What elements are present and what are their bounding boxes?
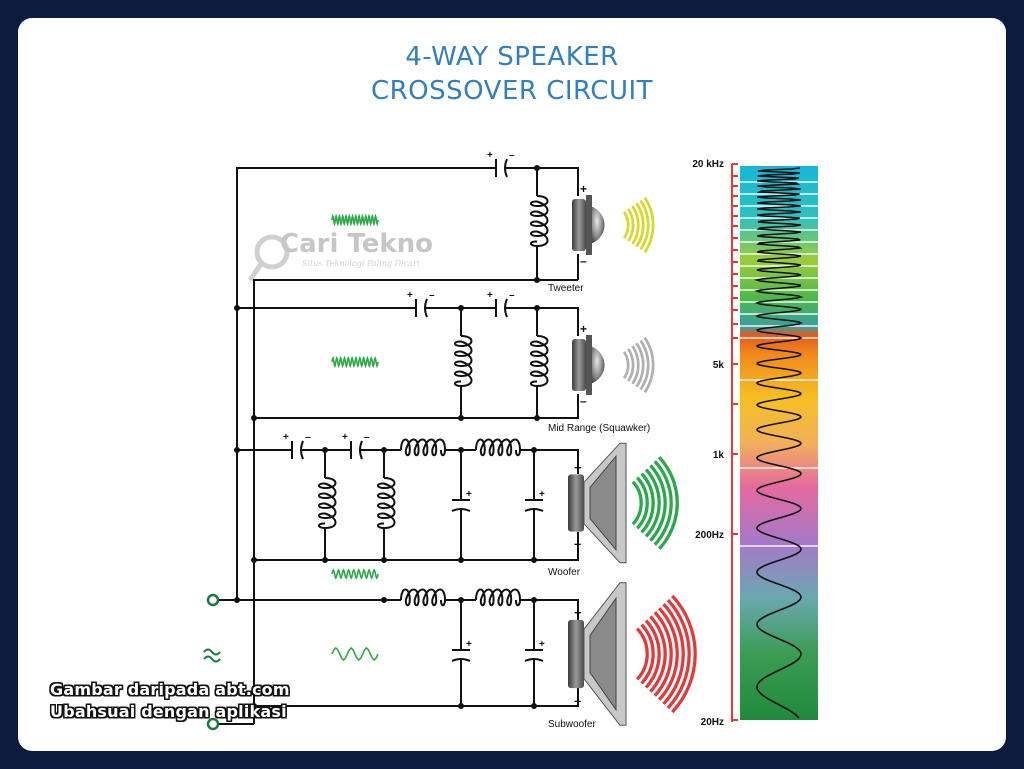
- signal-waveforms: [331, 213, 379, 662]
- svg-text:+: +: [487, 290, 493, 301]
- svg-text:+: +: [466, 489, 472, 500]
- svg-text:–: –: [580, 254, 587, 268]
- midrange-shunt-inductor-2: [530, 335, 549, 388]
- tick-label-20khz: 20 kHz: [692, 159, 724, 170]
- svg-text:–: –: [509, 150, 515, 161]
- woofer-speaker-sound-waves: [631, 456, 679, 550]
- credit-line-1: Gambar daripada abt.com: [50, 680, 290, 699]
- subwoofer-signal-waveform: [331, 646, 379, 662]
- svg-text:+: +: [342, 432, 348, 443]
- svg-text:–: –: [574, 693, 581, 708]
- woofer-speaker: +–: [568, 442, 679, 564]
- svg-text:+: +: [574, 460, 582, 475]
- midrange-speaker-sound-waves: [622, 336, 655, 394]
- positive-bus-wire: [236, 167, 496, 600]
- svg-text:–: –: [305, 432, 311, 443]
- watermark-tagline: Situs Teknologi Paling Dicari: [302, 259, 420, 268]
- input-terminal-negative: [206, 717, 220, 731]
- tweeter-speaker: +–: [572, 182, 655, 268]
- svg-text:–: –: [509, 290, 515, 301]
- approx-symbol-icon: [203, 648, 221, 663]
- crossover-diagram: Cari Tekno Situs Teknologi Paling Dicari: [203, 150, 818, 731]
- watermark-magnifier-handle: [247, 262, 264, 282]
- tweeter-series-capacitor: +–: [487, 150, 515, 178]
- svg-text:–: –: [574, 536, 581, 551]
- woofer-series-inductor-2: [475, 438, 522, 457]
- speaker-label-midrange: Mid Range (Squawker): [548, 423, 650, 434]
- woofer-capacitor-1: +–: [283, 432, 311, 460]
- svg-text:+: +: [580, 322, 587, 336]
- watermark-name: Cari Tekno: [280, 229, 433, 259]
- tick-label-200hz: 200Hz: [695, 530, 724, 541]
- speakers: +–+–+–+–: [568, 182, 697, 726]
- frequency-spectrum: 20 kHz 5k 1k 200Hz 20Hz: [692, 159, 818, 728]
- woofer-series-inductor-1: [400, 438, 447, 457]
- svg-text:+: +: [539, 639, 545, 650]
- subwoofer-shunt-capacitor-1: +: [451, 639, 472, 662]
- watermark-magnifier-icon: [254, 234, 290, 270]
- scale-tick-labels: 20 kHz 5k 1k 200Hz 20Hz: [692, 159, 724, 728]
- svg-text:+: +: [283, 432, 289, 443]
- woofer-shunt-capacitor-1: +: [451, 489, 472, 512]
- midrange-shunt-inductor-1: [454, 335, 473, 388]
- tick-label-5k: 5k: [713, 360, 725, 371]
- woofer-capacitor-2: +–: [342, 432, 370, 460]
- woofer-shunt-capacitor-2: +: [524, 489, 545, 512]
- woofer-shunt-inductor-1: [318, 477, 337, 530]
- svg-text:+: +: [574, 605, 582, 620]
- subwoofer-series-inductor-1: [400, 588, 447, 607]
- svg-text:–: –: [364, 432, 370, 443]
- frequency-sweep-waveform: [753, 167, 804, 719]
- diagram-title: 4-WAY SPEAKER CROSSOVER CIRCUIT: [18, 40, 1006, 108]
- speaker-label-woofer: Woofer: [548, 567, 581, 578]
- speaker-label-subwoofer: Subwoofer: [548, 719, 596, 730]
- svg-text:–: –: [580, 394, 587, 408]
- input-terminals: [203, 593, 221, 731]
- midrange-capacitor-1: +–: [407, 290, 435, 318]
- svg-text:–: –: [429, 290, 435, 301]
- title-line-2: CROSSOVER CIRCUIT: [370, 76, 654, 106]
- credit-line-2: Ubahsuai dengan aplikasi: [50, 702, 287, 721]
- midrange-capacitor-2: +–: [487, 290, 515, 318]
- tick-label-1k: 1k: [713, 450, 725, 461]
- capacitors: +–+–+–+–+–++++: [283, 150, 545, 662]
- svg-text:+: +: [466, 639, 472, 650]
- tweeter-signal-waveform: [331, 213, 379, 227]
- subwoofer-speaker-sound-waves: [635, 594, 697, 714]
- subwoofer-speaker: +–: [568, 582, 697, 726]
- svg-text:+: +: [407, 290, 413, 301]
- junction-dots: [234, 165, 540, 709]
- subwoofer-series-inductor-2: [475, 588, 522, 607]
- inductors: [318, 195, 549, 607]
- speaker-label-tweeter: Tweeter: [548, 283, 584, 294]
- svg-text:+: +: [539, 489, 545, 500]
- diagram-frame: 4-WAY SPEAKER CROSSOVER CIRCUIT: [18, 18, 1006, 751]
- midrange-signal-waveform: [331, 355, 379, 369]
- svg-text:+: +: [487, 150, 493, 161]
- watermark: Cari Tekno Situs Teknologi Paling Dicari: [247, 229, 433, 282]
- woofer-signal-waveform: [331, 568, 379, 580]
- title-line-1: 4-WAY SPEAKER: [405, 42, 619, 72]
- woofer-shunt-inductor-2: [377, 477, 396, 530]
- svg-text:+: +: [580, 182, 587, 196]
- tick-label-20hz: 20Hz: [701, 717, 724, 728]
- negative-bus-wire: [253, 279, 578, 724]
- subwoofer-shunt-capacitor-2: +: [524, 639, 545, 662]
- input-terminal-positive: [206, 593, 220, 607]
- midrange-speaker: +–: [572, 322, 655, 408]
- tweeter-speaker-sound-waves: [622, 196, 655, 254]
- tweeter-shunt-inductor: [530, 195, 549, 248]
